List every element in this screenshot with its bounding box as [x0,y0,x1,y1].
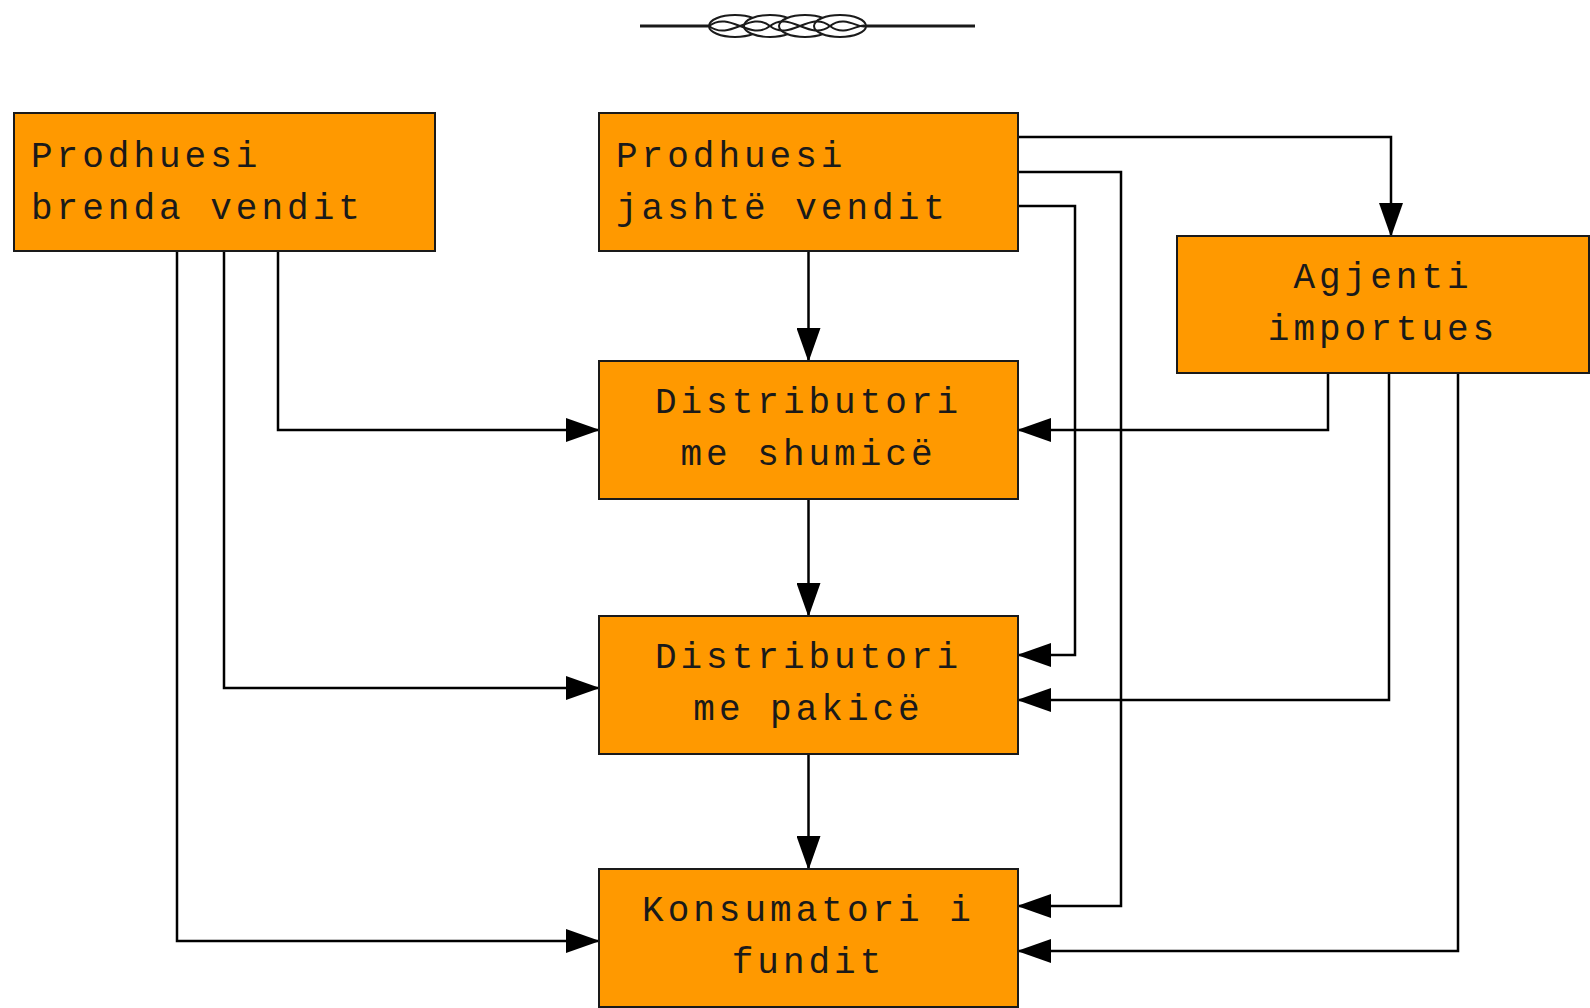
flow-arrow [177,252,598,941]
box-label: Distributori me pakicë [636,633,981,737]
flow-arrow [1019,172,1121,906]
flow-arrow [278,252,598,430]
ornament [0,0,1590,60]
process-box: Prodhuesi brenda vendit [13,112,436,252]
process-box: Distributori me pakicë [598,615,1019,755]
box-label: Distributori me shumicë [636,378,981,482]
box-label: Prodhuesi jashtë vendit [616,132,961,236]
flow-arrow [807,755,810,868]
flow-arrow [807,252,810,360]
flow-arrow [1019,374,1328,430]
flow-arrow [1019,374,1458,951]
flow-arrow [1019,137,1391,235]
process-box: Konsumatori i fundit [598,868,1019,1008]
flow-arrow [224,252,598,688]
process-box: Agjenti importues [1176,235,1590,374]
process-box: Prodhuesi jashtë vendit [598,112,1019,252]
flow-arrow [807,500,810,615]
box-label: Prodhuesi brenda vendit [31,132,376,236]
box-label: Konsumatori i fundit [636,886,981,990]
box-label: Agjenti importues [1211,253,1556,357]
flow-arrow [1019,374,1389,700]
process-box: Distributori me shumicë [598,360,1019,500]
